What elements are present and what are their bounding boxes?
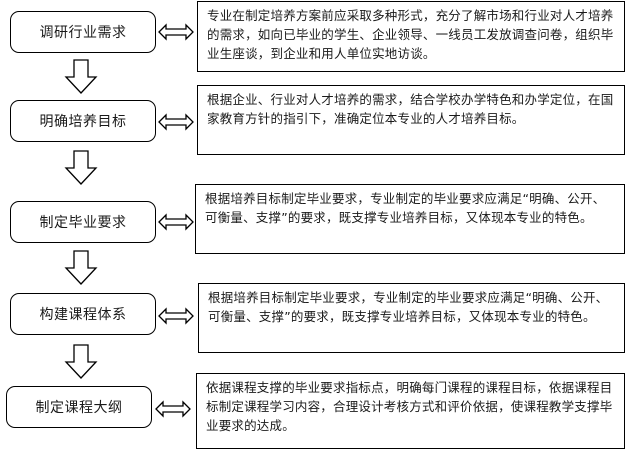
- description-text: 根据培养目标制定毕业要求，专业制定的毕业要求应满足“明确、公开、可衡量、支撑”的…: [205, 191, 606, 225]
- description-box-5: 依据课程支撑的毕业要求指标点，明确每门课程的课程目标，依据课程目标制定课程学习内…: [196, 373, 625, 449]
- step-box-1: 调研行业需求: [10, 11, 156, 53]
- double-arrow-icon: [158, 113, 194, 131]
- step-box-5: 制定课程大纲: [6, 386, 152, 428]
- double-arrow-icon: [158, 23, 194, 41]
- description-text: 依据课程支撑的毕业要求指标点，明确每门课程的课程目标，依据课程目标制定课程学习内…: [206, 380, 613, 433]
- step-box-4: 构建课程体系: [10, 293, 156, 335]
- description-box-1: 专业在制定培养方案前应采取多种形式，充分了解市场和行业对人才培养的需求，如向已毕…: [197, 1, 625, 72]
- down-arrow-icon: [64, 344, 98, 380]
- down-arrow-icon: [64, 150, 98, 186]
- step-label: 制定课程大纲: [35, 400, 123, 416]
- down-arrow-icon: [64, 59, 98, 95]
- double-arrow-icon: [158, 213, 194, 231]
- description-text: 根据培养目标制定毕业要求，专业制定的毕业要求应满足“明确、公开、可衡量、支撑”的…: [208, 290, 609, 324]
- double-arrow-icon: [158, 307, 194, 325]
- step-box-2: 明确培养目标: [10, 100, 156, 142]
- step-label: 明确培养目标: [39, 114, 127, 130]
- double-arrow-icon: [155, 400, 191, 418]
- description-text: 专业在制定培养方案前应采取多种形式，充分了解市场和行业对人才培养的需求，如向已毕…: [207, 8, 614, 61]
- step-label: 构建课程体系: [39, 307, 127, 323]
- step-label: 制定毕业要求: [39, 215, 127, 231]
- down-arrow-icon: [64, 250, 98, 286]
- description-box-3: 根据培养目标制定毕业要求，专业制定的毕业要求应满足“明确、公开、可衡量、支撑”的…: [195, 184, 625, 254]
- description-text: 根据企业、行业对人才培养的需求，结合学校办学特色和办学定位，在国家教育方针的指引…: [207, 92, 614, 126]
- step-label: 调研行业需求: [39, 25, 127, 41]
- description-box-2: 根据企业、行业对人才培养的需求，结合学校办学特色和办学定位，在国家教育方针的指引…: [197, 85, 625, 155]
- description-box-4: 根据培养目标制定毕业要求，专业制定的毕业要求应满足“明确、公开、可衡量、支撑”的…: [198, 283, 625, 353]
- step-box-3: 制定毕业要求: [10, 201, 156, 243]
